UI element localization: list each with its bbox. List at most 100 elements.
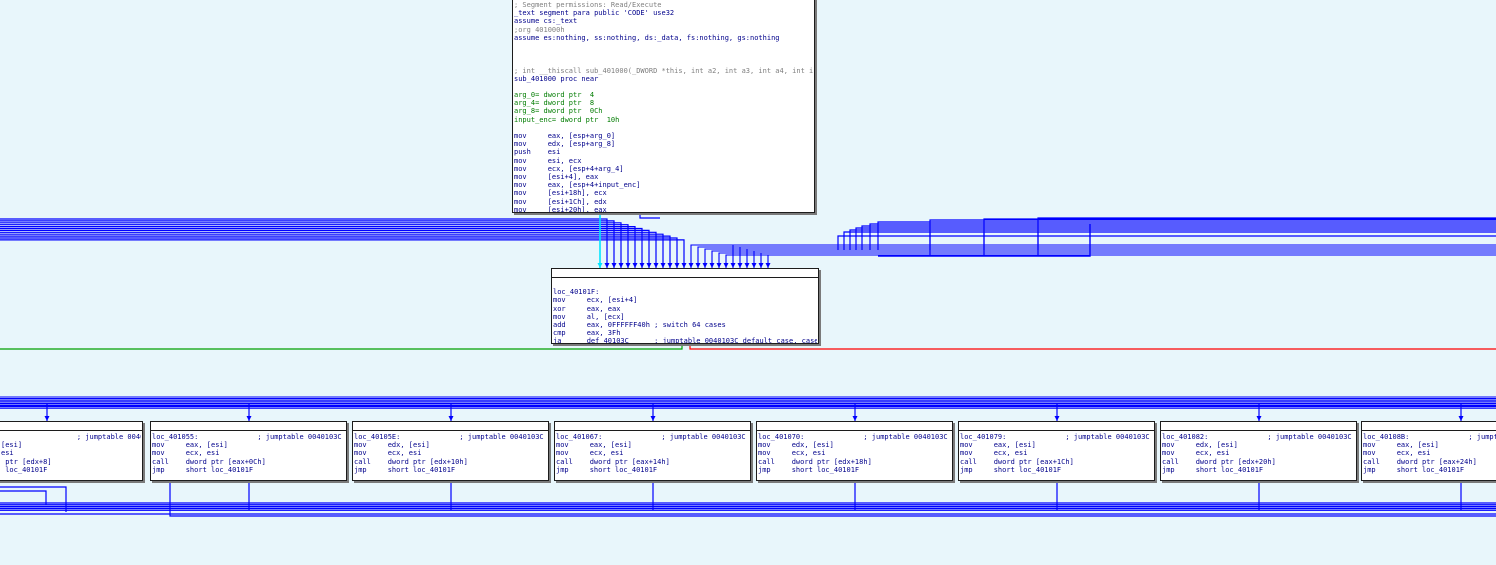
edge-back (704, 248, 1496, 268)
case-block[interactable]: loc_401082: ; jumptable 0040103C case 19… (1160, 421, 1357, 481)
asm-line: ; int __thiscall sub_401000(_DWORD *this… (514, 66, 813, 75)
asm-line: sub_401000 proc near (514, 74, 599, 83)
edge-back (767, 254, 1496, 268)
asm-line: ; Segment permissions: Read/Execute (514, 1, 662, 9)
case-block[interactable]: loc_40108B: ; jumptable 0040103C case 20… (1361, 421, 1496, 481)
edge-arrowhead (639, 263, 645, 268)
asm-line: call dword ptr [edx+18h] (758, 457, 872, 466)
edge-arrowhead (667, 263, 673, 268)
entry-block-sub-401000[interactable]: ; Segment permissions: Read/Execute_text… (512, 0, 815, 213)
asm-line: mov eax, [esp+4+input_enc] (514, 181, 641, 190)
edge-back (0, 239, 685, 268)
edge-back (869, 223, 1496, 250)
edge-back (849, 229, 1496, 250)
asm-line: mov ecx, esi (1162, 449, 1230, 458)
asm-line: assume cs:_text (514, 17, 578, 26)
asm-line: loc_40101F (1, 465, 48, 474)
asm-line: loc_40105E: ; jumptable 0040103C case 19… (354, 433, 544, 441)
asm-line (514, 83, 813, 91)
edge-arrowhead (751, 263, 757, 268)
edge-back (0, 233, 664, 268)
asm-line: mov [esi+4], eax (514, 172, 599, 181)
edge-back (732, 244, 1496, 268)
case-block[interactable]: loc_401079: ; jumptable 0040103C case 19… (958, 421, 1155, 481)
asm-line: call dword ptr [edx+20h] (1162, 457, 1276, 466)
edge-arrowhead (744, 263, 750, 268)
asm-line: jmp short loc_40101F (758, 465, 860, 474)
asm-line: loc_401055: ; jumptable 0040103C case 19… (152, 433, 342, 441)
block-header (552, 269, 818, 278)
case-block-body: loc_401067: ; jumptable 0040103C case 19… (555, 431, 750, 476)
block-header (1161, 422, 1356, 431)
edge-back (837, 235, 1496, 250)
edge-back (0, 218, 608, 268)
asm-line: mov eax, [esi] (556, 441, 632, 450)
block-header (757, 422, 952, 431)
asm-line: loc_401067: ; jumptable 0040103C case 19… (556, 433, 746, 441)
edge-back (0, 224, 629, 268)
case-block-body: ; jumptable 0040103C case 193[esi]esi pt… (0, 431, 142, 476)
edge-back (739, 246, 1496, 268)
edge-back (639, 213, 660, 219)
edge-return (169, 483, 1496, 517)
edge-back (877, 221, 1496, 250)
edge-arrowhead (1256, 416, 1262, 421)
edge-back (0, 235, 671, 268)
case-block[interactable]: loc_401070: ; jumptable 0040103C case 19… (756, 421, 953, 481)
asm-line: loc_401079: ; jumptable 0040103C case 19… (960, 433, 1150, 441)
block-header (151, 422, 346, 431)
asm-line: mov ecx, esi (960, 449, 1028, 458)
case-block[interactable]: loc_401055: ; jumptable 0040103C case 19… (150, 421, 347, 481)
asm-line: mov [esi+20h], eax (514, 205, 607, 213)
case-block[interactable]: loc_401067: ; jumptable 0040103C case 19… (554, 421, 751, 481)
edge-back (0, 231, 657, 268)
edge-arrowhead (646, 263, 652, 268)
asm-line: mov eax, [esi] (960, 441, 1036, 450)
edge-false (689, 344, 1496, 350)
edge-arrowhead (765, 263, 771, 268)
asm-line: arg_0= dword ptr 4 (514, 91, 595, 100)
edge-back (0, 220, 615, 268)
asm-line: mov [esi+18h], ecx (514, 189, 607, 198)
asm-line: arg_8= dword ptr 0Ch (514, 107, 603, 116)
block-header (1362, 422, 1496, 431)
edge-arrowhead (674, 263, 680, 268)
asm-line: jmp short loc_40101F (1162, 465, 1264, 474)
asm-line: add eax, 0FFFFFF40h ; switch 64 cases (553, 320, 726, 329)
edge-arrowhead (44, 416, 50, 421)
asm-line (514, 124, 813, 132)
asm-line: jmp short loc_40101F (152, 465, 254, 474)
asm-line: jmp short loc_40101F (960, 465, 1062, 474)
edge-back (0, 227, 643, 268)
block-header (959, 422, 1154, 431)
asm-line: ptr [edx+8] (1, 457, 52, 466)
entry-block-body: ; Segment permissions: Read/Execute_text… (513, 0, 814, 213)
edge-back (0, 237, 678, 268)
edge-return (0, 486, 67, 512)
edge-arrowhead (702, 263, 708, 268)
asm-line: loc_40108B: ; jumptable 0040103C case 20… (1363, 433, 1496, 441)
edge-arrowhead (660, 263, 666, 268)
case-block-body: loc_401079: ; jumptable 0040103C case 19… (959, 431, 1154, 476)
asm-line: loc_401082: ; jumptable 0040103C case 19… (1162, 433, 1352, 441)
asm-line: push esi (514, 148, 561, 157)
edge-return (0, 490, 47, 505)
case-block[interactable]: ; jumptable 0040103C case 193[esi]esi pt… (0, 421, 143, 481)
edge-arrowhead (246, 416, 252, 421)
case-block[interactable]: loc_40105E: ; jumptable 0040103C case 19… (352, 421, 549, 481)
edge-arrowhead (737, 263, 743, 268)
asm-line: mov ecx, esi (152, 449, 220, 458)
asm-line: input_enc= dword ptr 10h (514, 115, 620, 124)
case-block-body: loc_401055: ; jumptable 0040103C case 19… (151, 431, 346, 476)
edge-arrowhead (625, 263, 631, 268)
asm-line: mov edx, [esp+arg_8] (514, 140, 616, 149)
asm-line: [esi] (1, 441, 23, 450)
edge-back (843, 231, 1496, 250)
asm-line: jmp short loc_40101F (1363, 465, 1465, 474)
block-header (555, 422, 750, 431)
case-block-body: loc_40105E: ; jumptable 0040103C case 19… (353, 431, 548, 476)
